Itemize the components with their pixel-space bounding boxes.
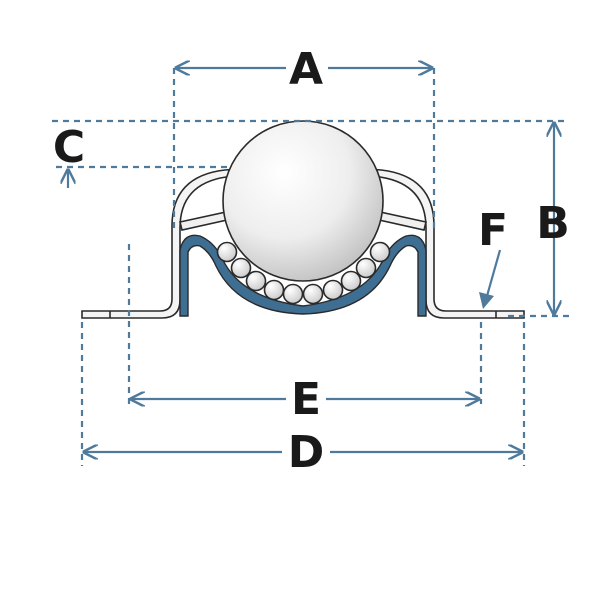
main-ball [222,120,384,282]
label-c: C [53,122,85,173]
left-flange [81,168,239,319]
dimension-b: B [536,123,570,314]
bearing-cup [179,234,427,317]
extension-lines [52,68,574,466]
label-b: B [536,198,570,249]
dimension-d: D [84,427,522,478]
dimension-c: C [53,122,85,188]
dimension-f: F [478,205,508,309]
support-balls [216,241,391,305]
dimension-e: E [131,374,479,425]
label-e: E [291,374,321,425]
label-f: F [478,205,508,256]
right-cover-plate [378,211,427,231]
dimension-a: A [176,44,432,95]
label-d: D [288,427,325,478]
label-a: A [289,44,323,95]
left-cover-plate [179,211,228,231]
f-arrow-head [479,292,494,309]
